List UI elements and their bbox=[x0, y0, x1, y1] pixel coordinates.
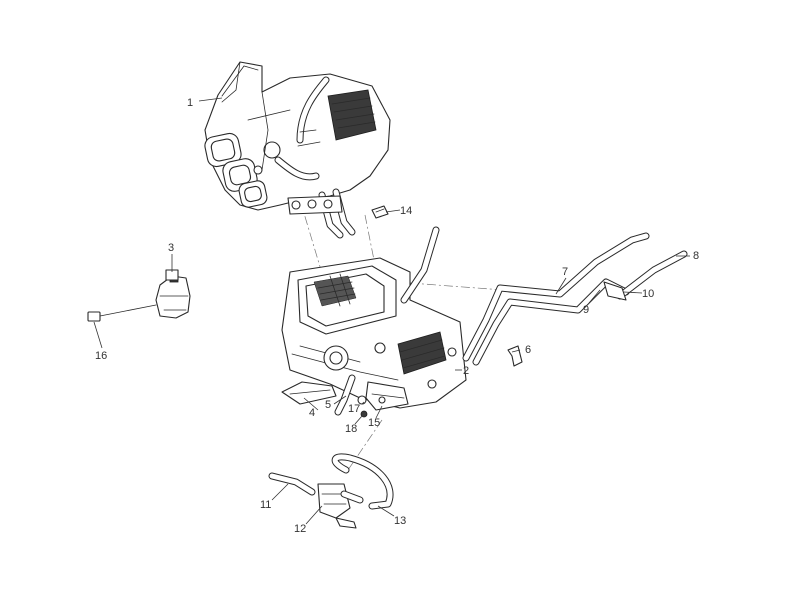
callout-18: 18 bbox=[345, 423, 357, 435]
bracket-part-4 bbox=[281, 381, 337, 405]
callout-11: 11 bbox=[260, 499, 271, 511]
callout-17: 17 bbox=[348, 403, 360, 415]
callout-6: 6 bbox=[525, 344, 531, 356]
callout-10: 10 bbox=[642, 288, 654, 300]
callout-labels: 1 2 3 4 5 6 7 8 9 10 11 12 13 14 15 16 1… bbox=[95, 97, 699, 535]
nut-part-18 bbox=[360, 410, 368, 418]
clip-part-14 bbox=[371, 205, 389, 219]
callout-7: 7 bbox=[562, 266, 568, 278]
wire-harness-part-16 bbox=[87, 304, 157, 322]
callout-16: 16 bbox=[95, 350, 107, 362]
callout-8: 8 bbox=[693, 250, 699, 262]
callout-2: 2 bbox=[463, 365, 469, 377]
callout-5: 5 bbox=[325, 399, 331, 411]
clip-part-6 bbox=[507, 345, 523, 367]
hose-part-11 bbox=[268, 472, 316, 496]
callout-3: 3 bbox=[168, 242, 174, 254]
callout-15: 15 bbox=[368, 417, 380, 429]
callout-14: 14 bbox=[400, 205, 412, 217]
hose-part-13 bbox=[331, 453, 394, 510]
clip-part-10 bbox=[603, 281, 627, 301]
leader-lines bbox=[93, 97, 690, 525]
pipe-part-5 bbox=[334, 374, 356, 416]
valve-block-part-15 bbox=[365, 381, 409, 411]
hose-part-8 bbox=[616, 250, 688, 300]
callout-13: 13 bbox=[394, 515, 406, 527]
valve-part-12 bbox=[317, 483, 357, 529]
hvac-housing-part-2 bbox=[281, 226, 467, 409]
actuator-part-3 bbox=[155, 269, 191, 319]
callout-9: 9 bbox=[583, 304, 589, 316]
hvac-unit-assembly bbox=[204, 61, 391, 239]
callout-1: 1 bbox=[187, 97, 193, 109]
callout-12: 12 bbox=[294, 523, 306, 535]
callout-4: 4 bbox=[309, 407, 315, 419]
